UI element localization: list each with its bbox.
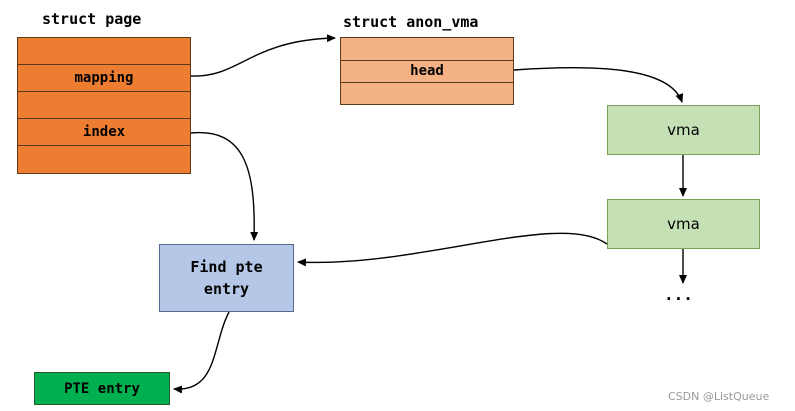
find-pte-entry-box: Find pte entry [159,244,294,312]
arrow-index-to-find-pte [190,131,259,241]
vma-node-1: vma [607,105,760,155]
page-field-mapping: mapping [18,65,190,92]
pte-entry-box: PTE entry [34,372,170,405]
anon-vma-field-0 [341,38,513,61]
arrow-vma-to-find-pte [297,232,608,267]
anon-vma-field-head: head [341,61,513,84]
find-pte-line-2: entry [203,280,250,298]
struct-anon-vma-box: head [340,37,514,105]
struct-page-title: struct page [42,10,142,28]
more-vma-ellipsis: ... [664,285,693,304]
arrow-find-pte-to-pte-entry [173,311,230,394]
page-field-index: index [18,119,190,146]
page-field-0 [18,38,190,65]
find-pte-line-1: Find pte [190,258,263,276]
vma-node-2: vma [607,199,760,249]
arrow-head-to-vma [513,67,684,103]
watermark: CSDN @ListQueue [668,390,770,403]
arrow-mapping-to-anon-vma [190,34,336,77]
struct-anon-vma-title: struct anon_vma [343,13,479,31]
page-field-2 [18,92,190,119]
struct-page-box: mapping index [17,37,191,174]
